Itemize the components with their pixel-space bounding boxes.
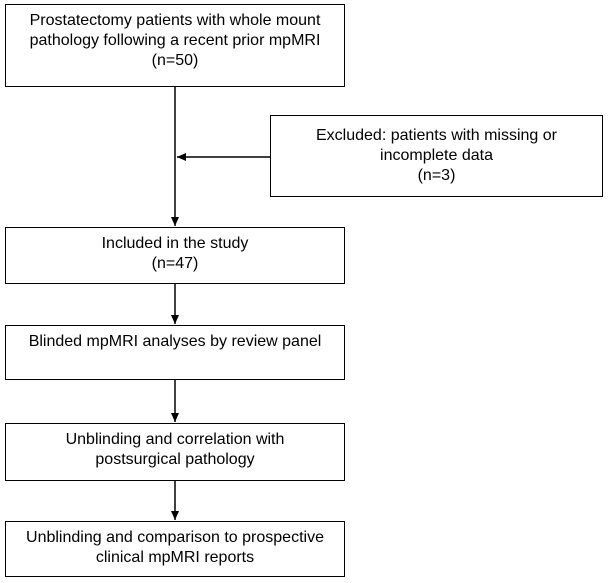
node-included-line-2: (n=47) <box>151 255 199 272</box>
node-enrolled-line-1: Prostatectomy patients with whole mount <box>29 12 321 29</box>
node-reports: Unblinding and comparison to prospective… <box>5 521 345 577</box>
node-included-line-1: Included in the study <box>101 235 249 252</box>
node-pathology-line-2: postsurgical pathology <box>95 451 255 468</box>
node-included: Included in the study (n=47) <box>5 227 345 284</box>
node-reports-line-1: Unblinding and comparison to prospective <box>26 529 324 546</box>
node-excluded: Excluded: patients with missing or incom… <box>270 115 603 197</box>
node-reports-line-2: clinical mpMRI reports <box>95 549 255 566</box>
node-blinded-line-1: Blinded mpMRI analyses by review panel <box>28 333 322 350</box>
node-blinded: Blinded mpMRI analyses by review panel <box>5 325 345 380</box>
node-pathology-line-1: Unblinding and correlation with <box>65 431 285 448</box>
node-excluded-line-3: (n=3) <box>417 167 456 184</box>
node-excluded-line-1: Excluded: patients with missing or <box>316 127 557 144</box>
node-pathology: Unblinding and correlation with postsurg… <box>5 423 345 481</box>
node-enrolled-line-2: pathology following a recent prior mpMRI <box>29 32 321 49</box>
node-enrolled: Prostatectomy patients with whole mount … <box>5 4 345 87</box>
node-enrolled-line-3: (n=50) <box>151 52 199 69</box>
node-excluded-line-2: incomplete data <box>380 147 493 164</box>
